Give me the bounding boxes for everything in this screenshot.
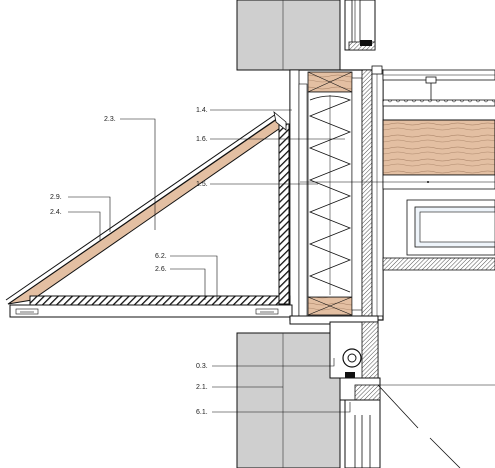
leader-lines [68, 109, 351, 413]
roof-canopy [5, 110, 293, 318]
label-6-2: 6.2. [155, 253, 167, 260]
label-2-6: 2.6. [155, 266, 167, 273]
label-2-3: 2.3. [104, 116, 116, 123]
label-2-4: 2.4. [50, 209, 62, 216]
label-1-4: 1.4. [196, 107, 208, 114]
label-2-1: 2.1. [196, 384, 208, 391]
label-1-5: 1.5. [196, 181, 208, 188]
lower-window-frame [344, 384, 495, 468]
label-0-3: 0.3. [196, 363, 208, 370]
callout-labels: 2.3. 1.4. 1.6. 1.5. 2.9. 2.4. 6.2. 2.6. … [50, 107, 208, 416]
upper-window-frame [344, 0, 376, 51]
floor-slab [300, 69, 495, 271]
label-6-1: 6.1. [196, 409, 208, 416]
mid-window [406, 199, 495, 256]
concrete-wall-lower [236, 332, 341, 468]
concrete-wall-upper [236, 0, 341, 71]
timber-wall-element [289, 65, 384, 321]
label-2-9: 2.9. [50, 194, 62, 201]
label-1-6: 1.6. [196, 136, 208, 143]
